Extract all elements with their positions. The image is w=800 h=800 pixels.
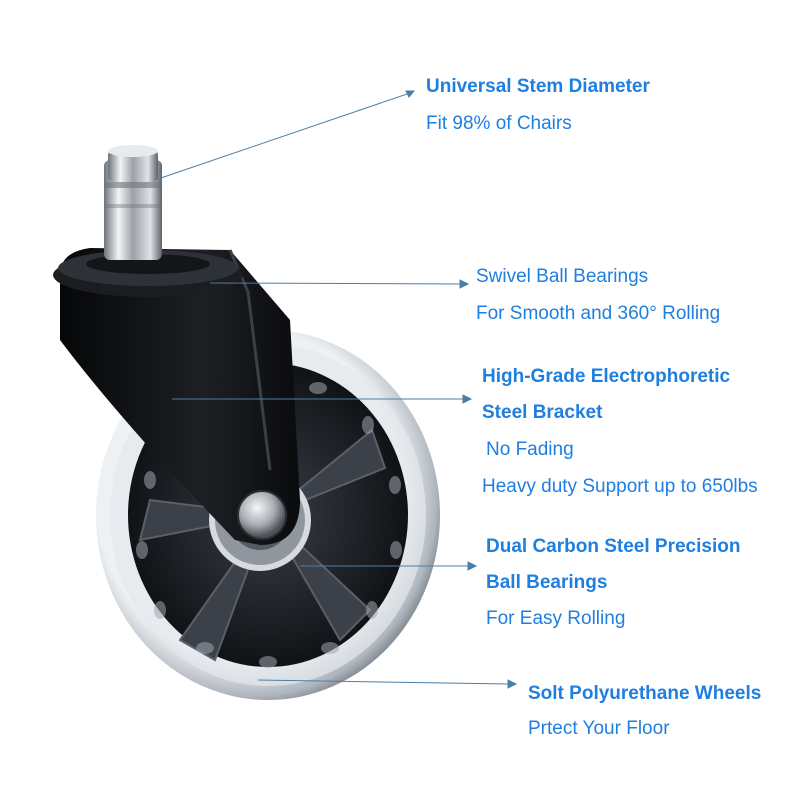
feature-title-bracket-line2: Steel Bracket: [482, 402, 603, 423]
feature-title-ball-bearings-line1: Dual Carbon Steel Precision: [486, 536, 741, 557]
feature-title-swivel-bearings: Swivel Ball Bearings: [476, 266, 649, 287]
feature-title-bracket-line1: High-Grade Electrophoretic: [482, 366, 731, 387]
feature-detail-bracket-line1: No Fading: [486, 439, 574, 460]
feature-title-ball-bearings-line2: Ball Bearings: [486, 572, 608, 593]
feature-detail-wheels: Prtect Your Floor: [528, 718, 670, 739]
chrome-stem: [104, 145, 162, 260]
feature-title-wheels: Solt Polyurethane Wheels: [528, 683, 762, 704]
feature-detail-bracket-line2: Heavy duty Support up to 650lbs: [482, 476, 758, 497]
feature-title-stem-diameter: Universal Stem Diameter: [426, 76, 650, 97]
axle-cap: [237, 490, 287, 540]
feature-detail-swivel-bearings: For Smooth and 360° Rolling: [476, 303, 721, 324]
feature-detail-ball-bearings: For Easy Rolling: [486, 608, 626, 629]
feature-detail-stem-diameter: Fit 98% of Chairs: [426, 113, 572, 134]
callout-leader-lines: [154, 90, 518, 689]
steel-bracket: [60, 248, 300, 545]
